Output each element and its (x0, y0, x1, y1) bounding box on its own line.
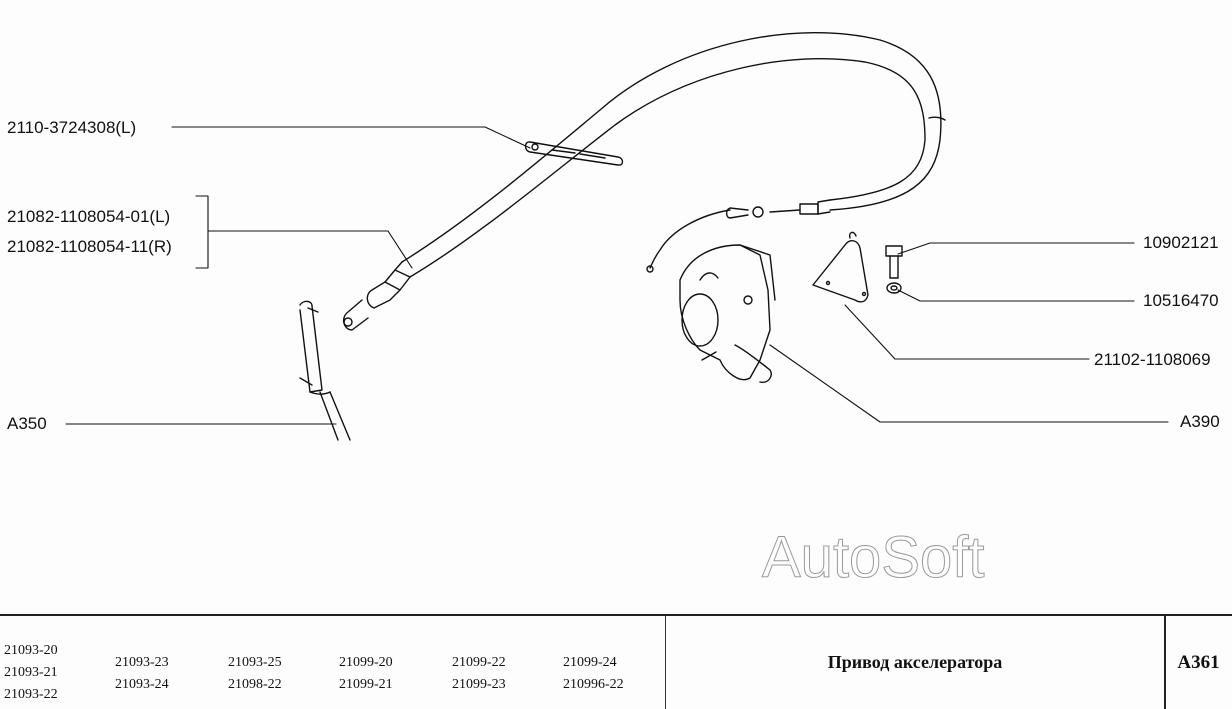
leader-lines-right (769, 242, 1169, 423)
callout-pedal: A350 (7, 414, 47, 433)
pedal-lever (299, 300, 351, 441)
model-column: 21093-25 21098-22 (228, 652, 282, 696)
page-code-cell: A361 (1165, 616, 1232, 709)
model-code: 21099-20 (339, 655, 393, 670)
bolt (885, 245, 903, 279)
bracket (812, 231, 869, 303)
model-code: 21099-22 (452, 655, 506, 670)
cable-sheath (401, 32, 946, 278)
washer (886, 282, 902, 294)
model-code: 210996-22 (563, 677, 624, 692)
model-code: 21093-25 (228, 655, 282, 670)
watermark: AutoSoft (761, 525, 985, 590)
model-code: 21093-22 (4, 687, 58, 702)
callout-cable-left: 21082-1108054-01(L) (7, 207, 171, 226)
cable-end-throttle (646, 199, 831, 273)
model-column: 21099-24 210996-22 (563, 652, 624, 696)
model-code: 21093-21 (4, 665, 58, 680)
throttle-body (679, 244, 776, 384)
model-code: 21098-22 (228, 677, 282, 692)
leader-lines-left (65, 126, 531, 425)
model-list: 21093-20 21093-21 21093-22 21093-23 2109… (0, 616, 665, 709)
callout-bracket: 21102-1108069 (1094, 350, 1211, 369)
callout-cable-right: 21082-1108054-11(R) (7, 237, 172, 256)
model-column: 21099-22 21099-23 (452, 652, 506, 696)
callout-washer: 10516470 (1143, 291, 1219, 310)
page-title: Привод акселератора (827, 652, 1003, 672)
model-column: 21099-20 21099-21 (339, 652, 393, 696)
model-column: 21093-23 21093-24 (115, 652, 169, 696)
callout-throttle-body: A390 (1180, 412, 1220, 431)
model-code: 21099-21 (339, 677, 393, 692)
model-code: 21093-20 (4, 643, 58, 658)
cable-clip (524, 141, 624, 166)
cable-end-pedal (342, 261, 411, 331)
model-code: 21093-24 (115, 677, 169, 692)
callout-bolt: 10902121 (1143, 233, 1219, 252)
callout-cable-clip: 2110-3724308(L) (7, 118, 137, 137)
model-code: 21093-23 (115, 655, 169, 670)
model-code: 21099-23 (452, 677, 506, 692)
model-column: 21093-20 21093-21 21093-22 (4, 640, 58, 706)
model-code: 21099-24 (563, 655, 617, 670)
page-title-cell: Привод акселератора (665, 616, 1166, 709)
accelerator-drive-drawing (65, 32, 1169, 441)
page-code: A361 (1177, 651, 1220, 673)
title-block: 21093-20 21093-21 21093-22 21093-23 2109… (0, 614, 1232, 709)
